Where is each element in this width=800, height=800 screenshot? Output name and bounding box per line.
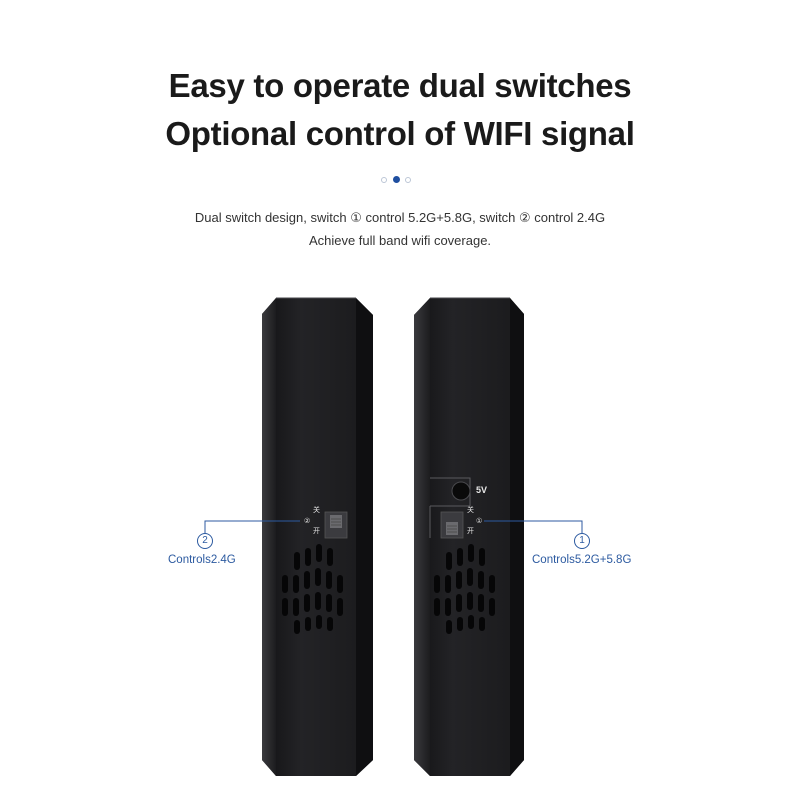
headline: Easy to operate dual switches Optional c…	[0, 62, 800, 158]
description: Dual switch design, switch ① control 5.2…	[0, 206, 800, 252]
description-line-1: Dual switch design, switch ① control 5.2…	[194, 210, 606, 225]
carousel-dot-1[interactable]	[381, 177, 387, 183]
carousel-dot-2[interactable]	[393, 176, 400, 183]
right-device	[414, 297, 524, 776]
description-line-2: Achieve full band wifi coverage.	[308, 233, 492, 248]
right-switch-number: ①	[476, 518, 483, 525]
carousel-indicator[interactable]	[381, 176, 421, 184]
left-callout-line	[204, 520, 300, 533]
left-callout-label: Controls2.4G	[168, 554, 236, 566]
right-callout-line	[484, 520, 583, 533]
callout-lines	[204, 520, 583, 533]
left-switch-on-label: 开	[313, 528, 320, 535]
carousel-dot-3[interactable]	[405, 177, 411, 183]
left-speaker-grille	[282, 544, 343, 634]
right-callout-label: Controls5.2G+5.8G	[532, 554, 632, 566]
right-switch[interactable]	[440, 511, 464, 539]
left-switch[interactable]	[324, 511, 348, 539]
headline-line-1: Easy to operate dual switches	[168, 67, 632, 104]
headline-line-2: Optional control of WIFI signal	[165, 115, 635, 152]
left-switch-number: ②	[304, 518, 311, 525]
left-device	[262, 297, 373, 776]
right-speaker-grille	[434, 544, 495, 634]
left-callout-number: 2	[197, 533, 213, 549]
left-switch-off-label: 关	[313, 507, 320, 514]
right-switch-on-label: 开	[467, 528, 474, 535]
right-switch-off-label: 关	[467, 507, 474, 514]
power-port-label: 5V	[476, 485, 488, 495]
right-callout-number: 1	[574, 533, 590, 549]
power-port-icon	[451, 481, 471, 501]
